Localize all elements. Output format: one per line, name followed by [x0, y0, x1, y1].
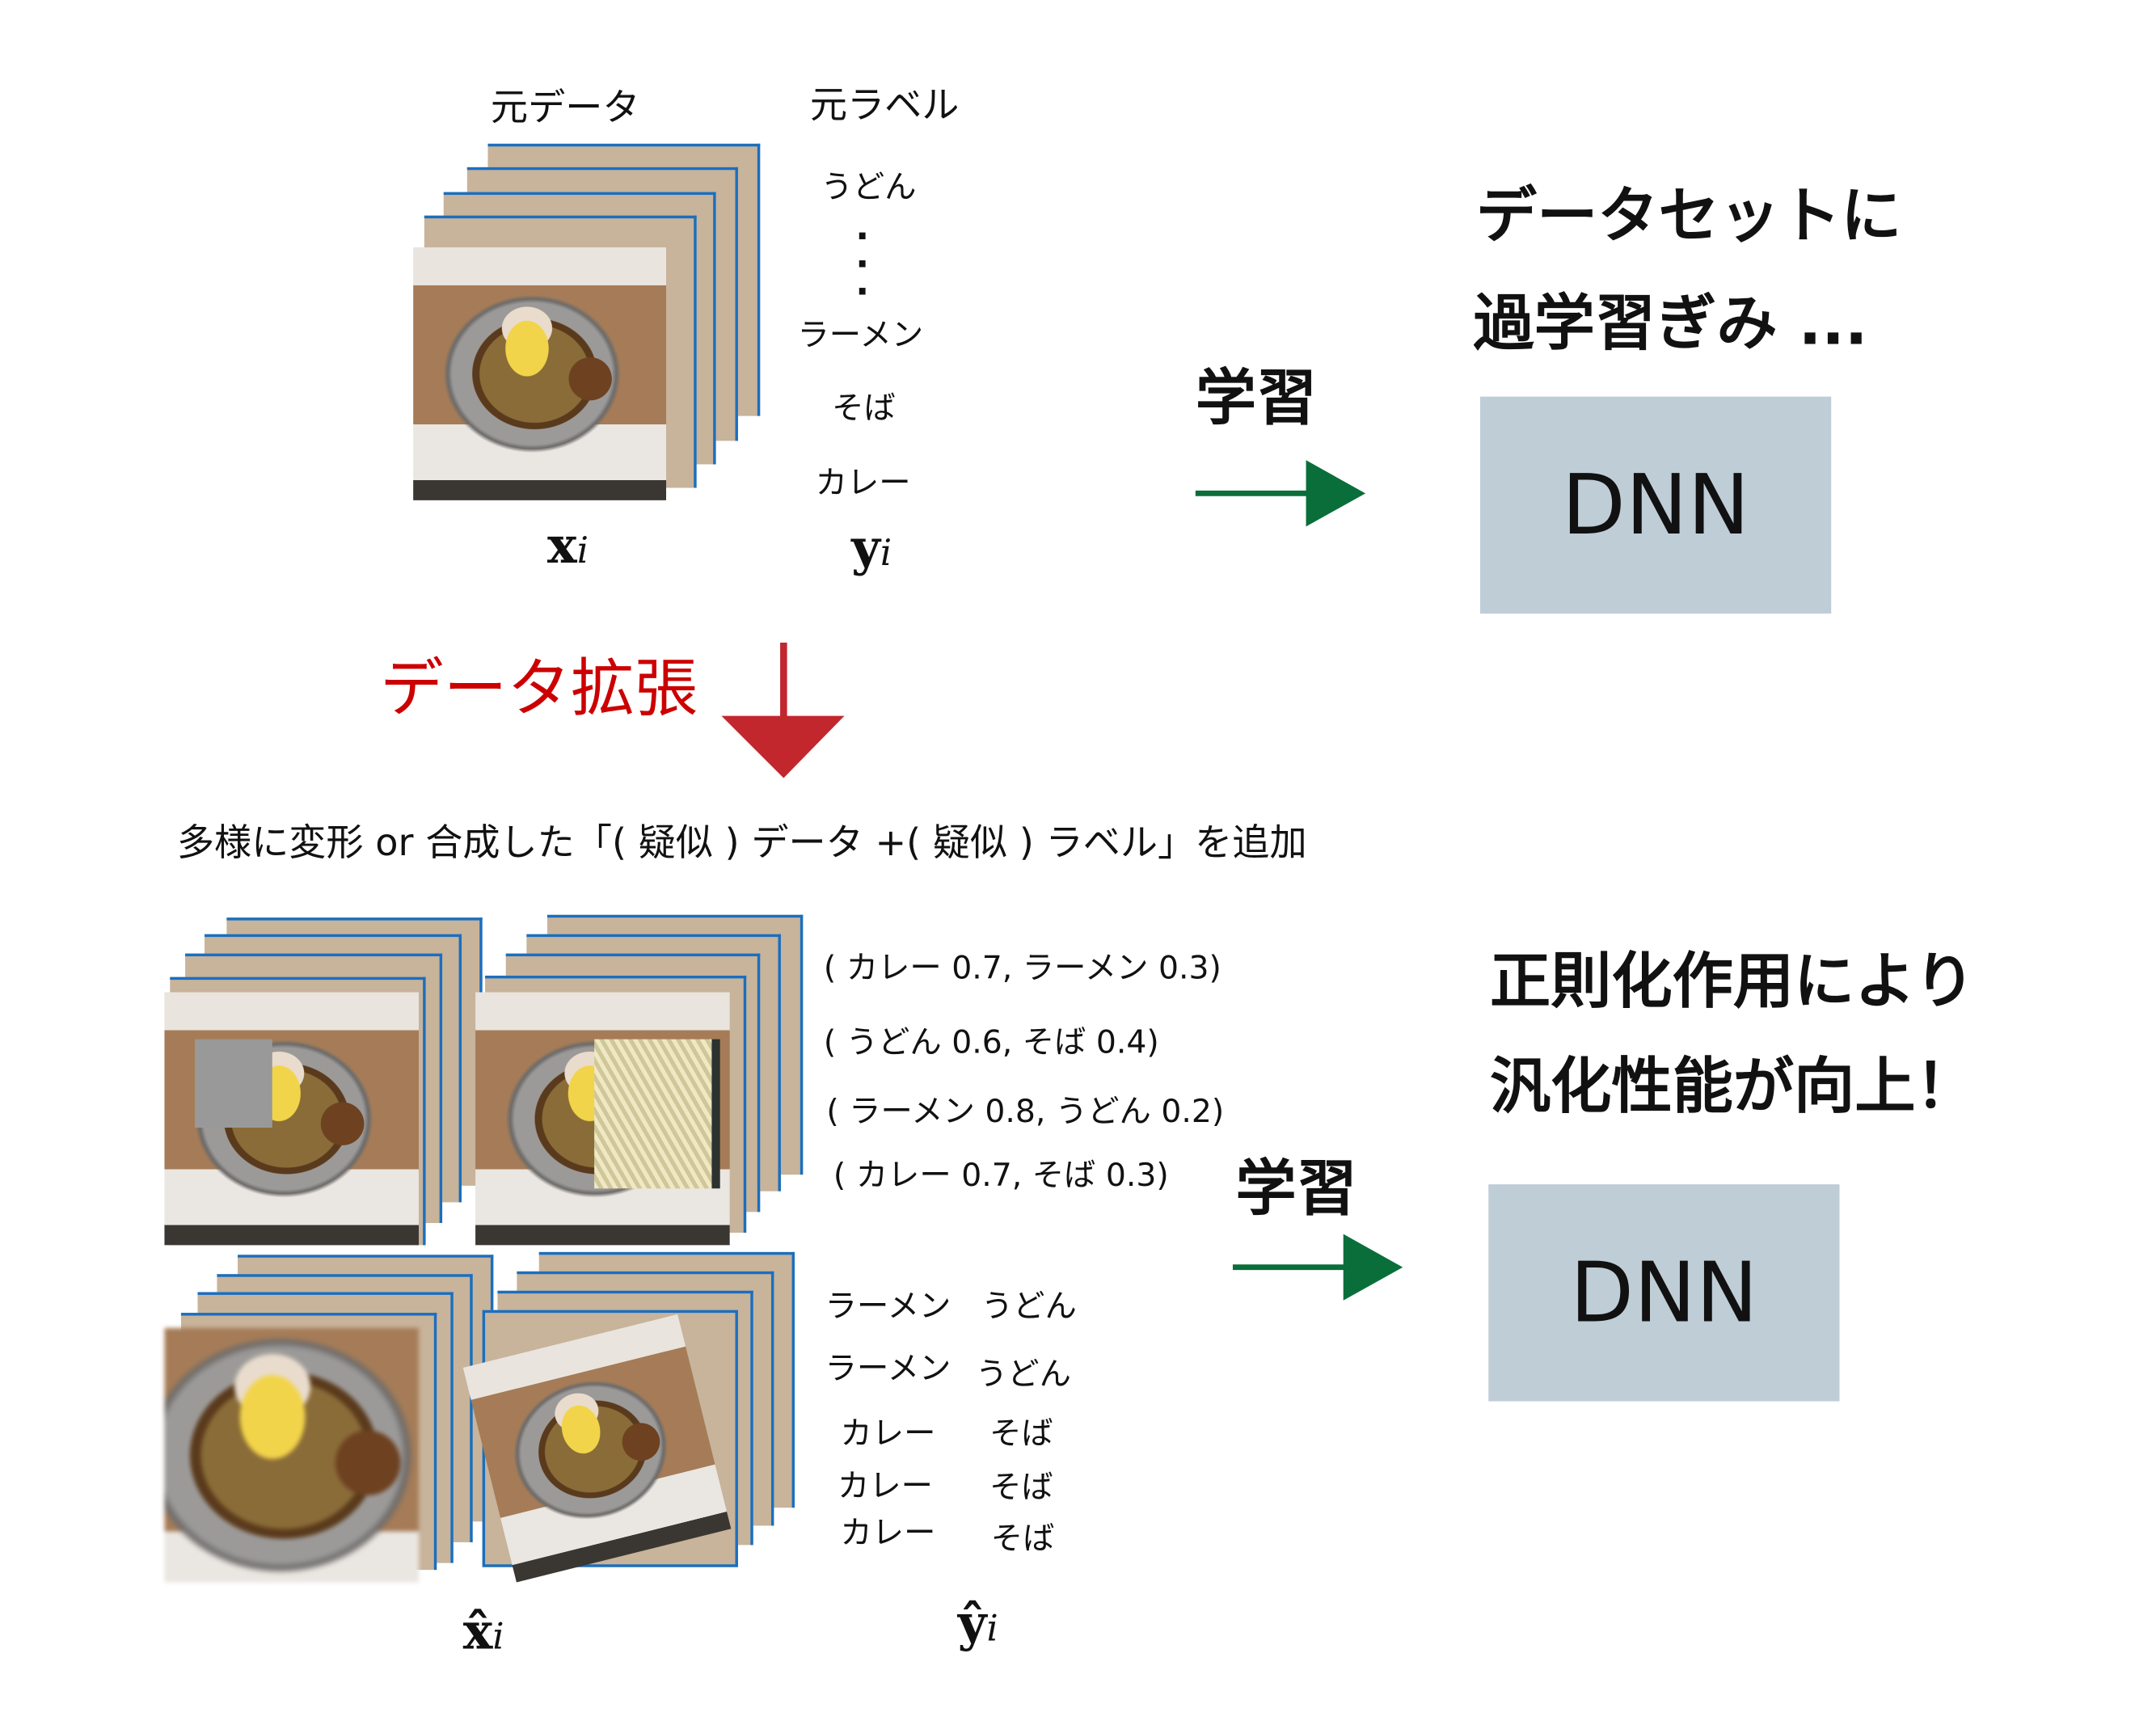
- cutout-patch: [195, 1039, 272, 1128]
- soft-label: ( カレー 0.7, そば 0.3): [833, 1158, 1169, 1195]
- x-hat-i-symbol: x̂i: [463, 1603, 504, 1661]
- hard-label: そば: [990, 1521, 1055, 1558]
- hard-label: そば: [989, 1470, 1053, 1507]
- x-symbol: x: [547, 517, 577, 576]
- y-hat-symbol: ŷ: [957, 1594, 987, 1653]
- dnn-box-bottom: DNN: [1488, 1184, 1840, 1402]
- soft-label: ( カレー 0.7, ラーメン 0.3): [823, 951, 1221, 987]
- arrow-right-icon: [1195, 460, 1366, 527]
- subscript: i: [492, 1617, 504, 1659]
- augmentation-caption: 多様に変形 or 合成した「( 疑似 ) データ +( 疑似 ) ラベル」を追加: [176, 822, 1307, 866]
- arrow-right-icon: [1232, 1234, 1403, 1301]
- hard-label: カレー: [838, 1469, 933, 1505]
- soft-label: ( ラーメン 0.8, うどん 0.2): [826, 1094, 1225, 1131]
- soft-label: ( うどん 0.6, そば 0.4): [823, 1025, 1159, 1061]
- overfit-comment-line2: 過学習ぎみ ...: [1473, 289, 1868, 360]
- x-hat-symbol: x̂: [462, 1603, 493, 1661]
- y-symbol: y: [851, 519, 880, 578]
- zoomed-blurred-photo: [164, 1327, 420, 1583]
- subscript: i: [880, 533, 892, 576]
- regularization-comment-line1: 正則化作用により: [1489, 947, 1976, 1018]
- hard-label: ラーメン: [825, 1351, 951, 1388]
- hard-label: カレー: [840, 1416, 936, 1453]
- hard-label: うどん: [981, 1289, 1077, 1326]
- label-udon: うどん: [821, 170, 917, 206]
- hard-label: ラーメン: [825, 1289, 951, 1326]
- augmentation-title: データ拡張: [380, 651, 698, 726]
- vertical-ellipsis: ···: [855, 217, 870, 314]
- dnn-box-top: DNN: [1479, 396, 1832, 614]
- subscript: i: [986, 1608, 998, 1651]
- regularization-comment-line2: 汎化性能が向上！: [1489, 1052, 1977, 1123]
- noodle-patch: [594, 1039, 720, 1189]
- subscript: i: [576, 530, 589, 572]
- curry-photo: [413, 247, 667, 500]
- original-data-title: 元データ: [490, 86, 640, 130]
- overfit-comment-line1: データセットに: [1475, 180, 1902, 252]
- label-soba: そば: [832, 390, 896, 428]
- hard-label: そば: [989, 1416, 1053, 1453]
- hard-label: カレー: [840, 1516, 936, 1552]
- learn-label-top: 学習: [1195, 363, 1318, 434]
- y-i-symbol: yi: [851, 520, 892, 578]
- arrow-down-icon: [721, 642, 845, 778]
- label-ramen: ラーメン: [797, 318, 924, 354]
- label-curry: カレー: [815, 466, 911, 502]
- original-label-title: 元ラベル: [809, 84, 960, 128]
- learn-label-bottom: 学習: [1235, 1154, 1357, 1225]
- y-hat-i-symbol: ŷi: [958, 1595, 998, 1653]
- x-i-symbol: xi: [547, 517, 589, 575]
- hard-label: うどん: [975, 1356, 1071, 1394]
